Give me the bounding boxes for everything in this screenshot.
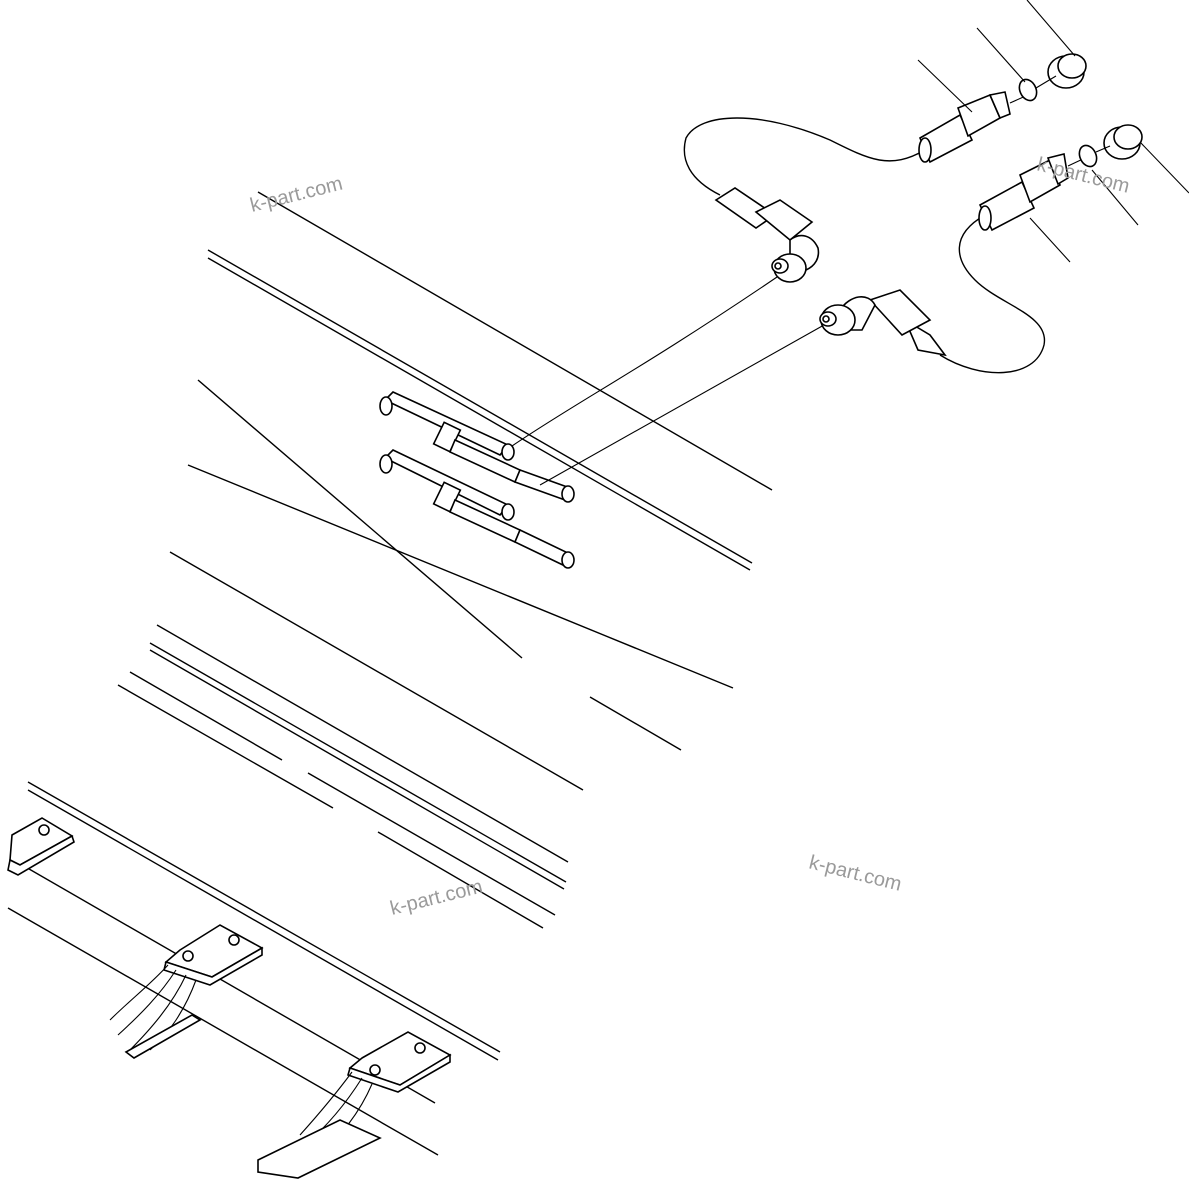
frame-lines	[7, 191, 773, 1156]
connection-leaders	[511, 274, 825, 486]
hose-1-cap-nut	[1035, 53, 1087, 89]
pipe-fitting-upper	[379, 391, 575, 503]
watermark-text: k-part.com	[248, 173, 345, 217]
hose-1-end-fitting	[918, 91, 1031, 164]
watermark-text: k-part.com	[807, 852, 904, 896]
watermark-text: k-part.com	[388, 876, 485, 920]
hose-2-o-ring	[1078, 144, 1098, 168]
hose-1-o-ring	[1018, 78, 1038, 102]
mounting-bracket-right	[257, 1031, 452, 1179]
callout-leaders	[917, 0, 1189, 263]
pipe-fitting-lower	[379, 449, 575, 569]
hose-2	[819, 214, 1046, 374]
hose-2-cap-nut	[1095, 124, 1143, 160]
mounting-bracket-middle	[109, 924, 264, 1059]
mounting-bracket-left	[7, 817, 75, 876]
hose-2-end-fitting	[978, 153, 1086, 232]
hose-1	[683, 117, 926, 283]
